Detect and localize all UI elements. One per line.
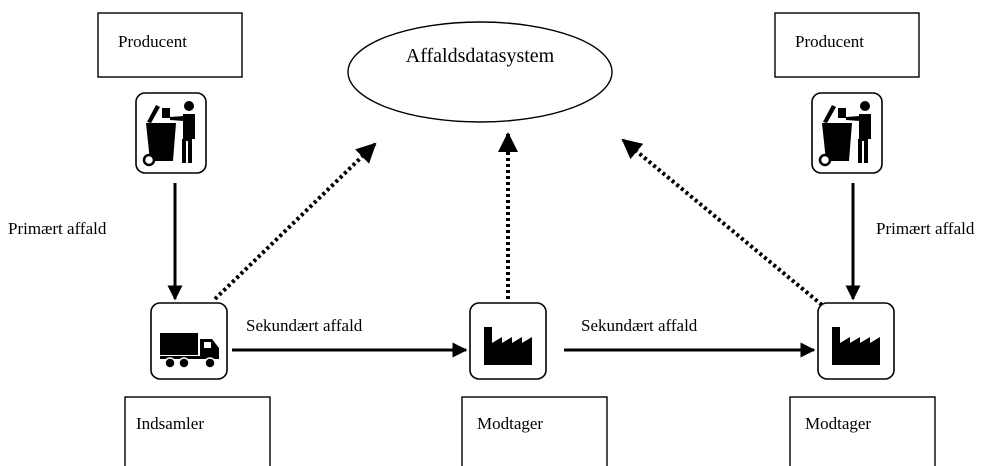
producer-left-label: Producent — [118, 32, 187, 51]
collector-box: Indsamler — [124, 396, 271, 466]
person-with-wheelie-bin-icon — [134, 91, 208, 175]
truck-icon — [150, 302, 228, 380]
report-arrow-receiver-right — [621, 138, 824, 307]
waste-data-system: Affaldsdatasystem — [347, 21, 613, 123]
secondary-waste-label-left: Sekundært affald — [246, 316, 363, 335]
receiver-right-label: Modtager — [805, 414, 871, 433]
receiver-middle-label: Modtager — [477, 414, 543, 433]
primary-waste-label-left: Primært affald — [8, 219, 107, 238]
producer-left-box: Producent — [97, 12, 243, 78]
secondary-waste-label-right: Sekundært affald — [581, 316, 698, 335]
producer-right-box: Producent — [774, 12, 920, 78]
producer-right-label: Producent — [795, 32, 864, 51]
system-label: Affaldsdatasystem — [406, 45, 555, 67]
person-with-wheelie-bin-icon — [810, 91, 884, 175]
primary-waste-label-right: Primært affald — [876, 219, 975, 238]
receiver-middle-box: Modtager — [461, 396, 608, 466]
receiver-right-box: Modtager — [789, 396, 936, 466]
report-arrow-collector — [213, 142, 377, 301]
factory-icon — [469, 302, 547, 380]
factory-icon — [817, 302, 895, 380]
collector-label: Indsamler — [136, 414, 204, 433]
